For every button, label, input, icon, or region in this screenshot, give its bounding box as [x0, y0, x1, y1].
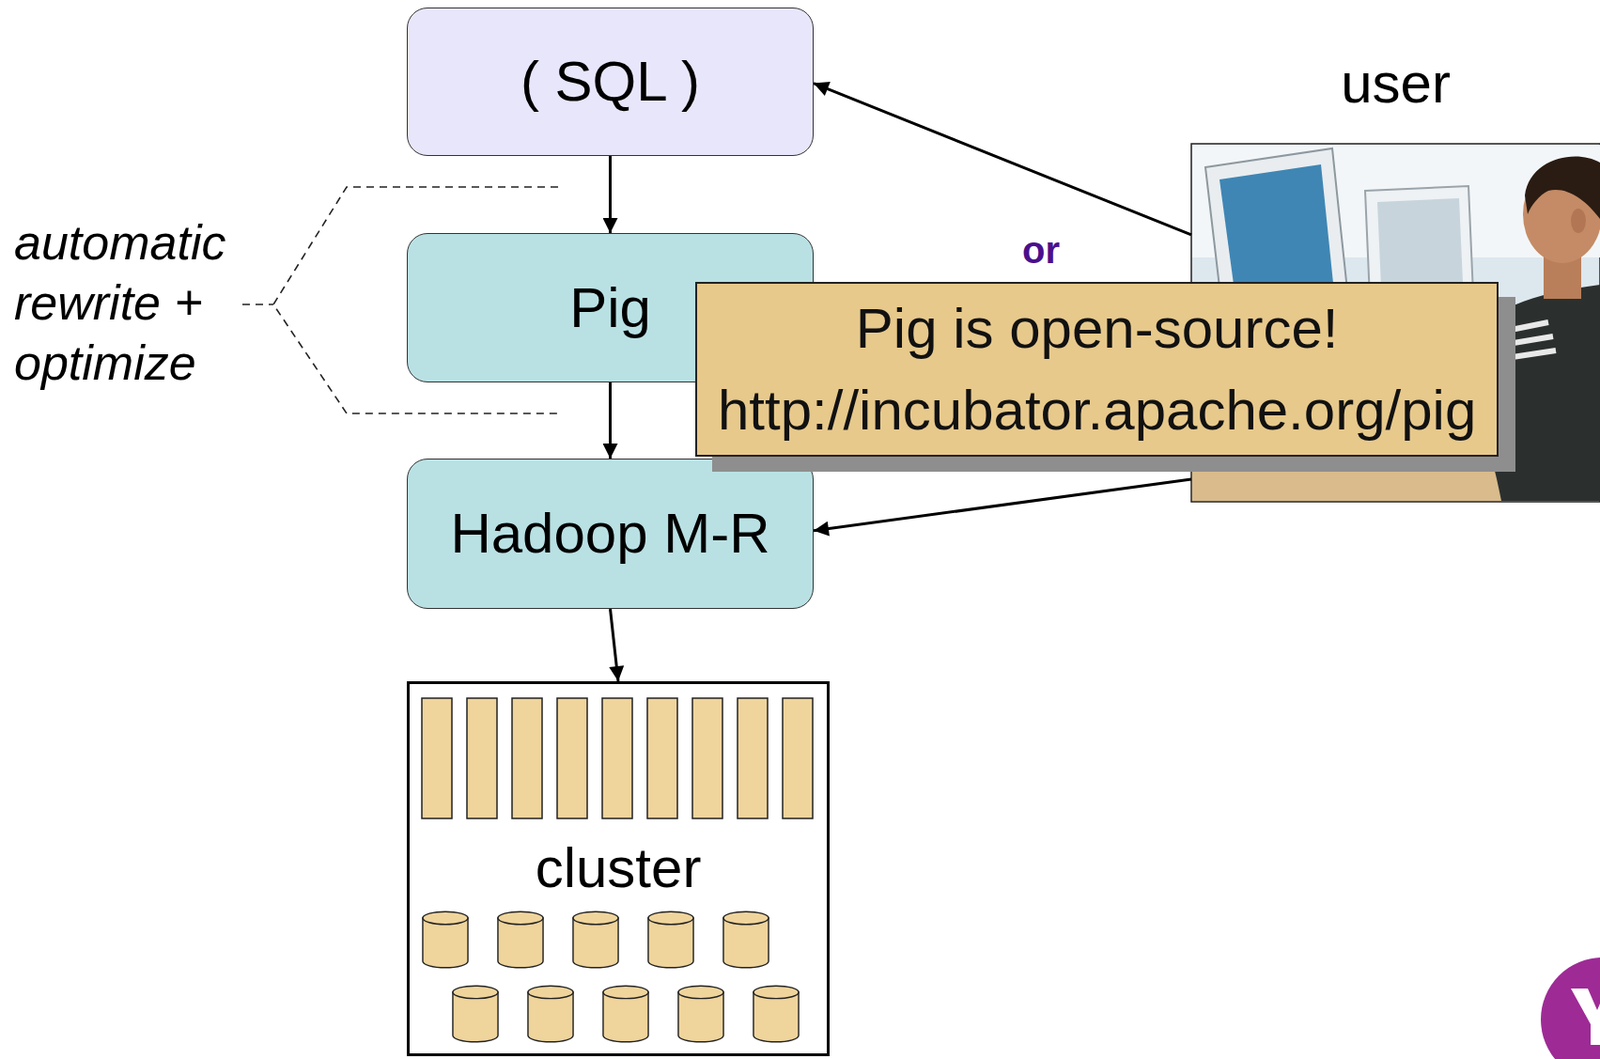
callout-text: http://incubator.apache.org/pig	[717, 369, 1476, 451]
box-label: ( SQL )	[520, 47, 700, 116]
cluster-box: cluster	[406, 681, 830, 1057]
box-label: Pig	[569, 274, 652, 342]
callout-box: Pig is open-source!http://incubator.apac…	[695, 281, 1499, 457]
user-label: user	[1191, 55, 1600, 112]
flow-arrow	[813, 479, 1192, 531]
corner-logo	[1540, 957, 1600, 1059]
cluster-label: cluster	[409, 839, 827, 897]
callout-text: Pig is open-source!	[717, 287, 1476, 370]
flow-arrow	[610, 608, 620, 682]
process-box: Hadoop M-R	[406, 458, 814, 609]
query-box: ( SQL )	[406, 7, 814, 156]
disk-cylinders	[422, 911, 799, 1042]
flow-arrow	[608, 155, 612, 234]
server-racks	[421, 698, 813, 819]
annotation-note: automatic rewrite + optimize	[14, 212, 240, 393]
flow-arrow	[813, 83, 1192, 235]
choice-label: or	[1022, 231, 1060, 269]
box-label: Hadoop M-R	[450, 499, 770, 568]
flow-arrow	[608, 382, 612, 459]
